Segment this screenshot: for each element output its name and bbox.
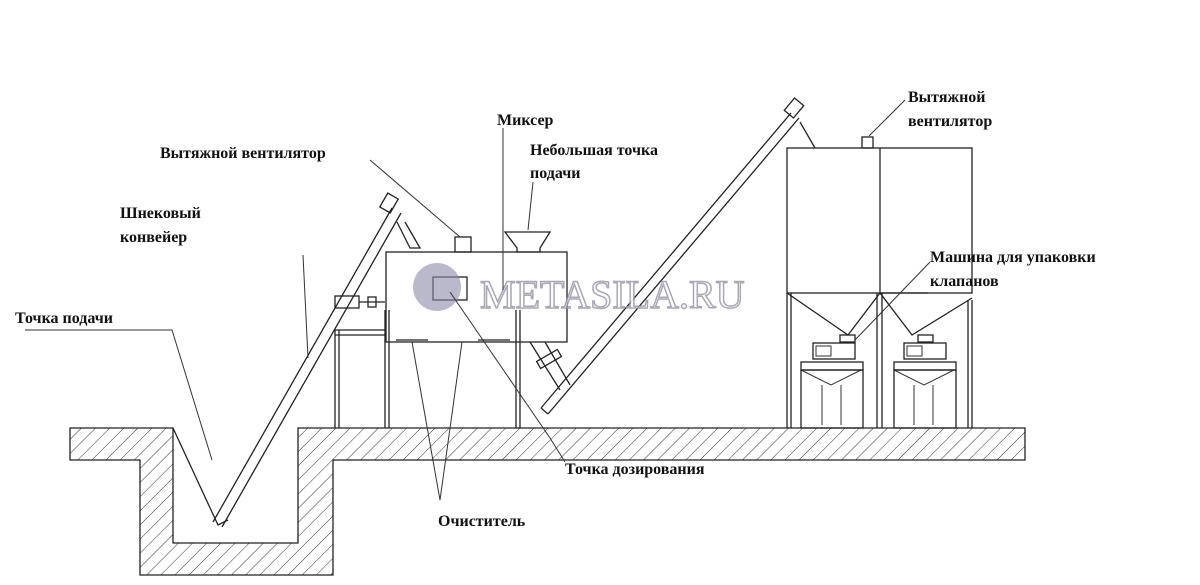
label-feed-point: Точка подачи: [15, 310, 113, 327]
ground-foundation: [69, 427, 1026, 576]
label-small-feed-point-1: Небольшая точка: [530, 142, 658, 159]
label-mixer: Миксер: [497, 112, 554, 129]
packing-machine-2: [893, 334, 957, 429]
label-screw-conveyor-1: Шнековый: [120, 205, 201, 222]
label-packing-machine-2: клапанов: [930, 273, 999, 290]
label-screw-conveyor-2: конвейер: [120, 229, 187, 246]
screw-conveyor-right: [540, 97, 816, 415]
packing-machine-1: [800, 334, 864, 429]
label-exhaust-fan-right-2: вентилятор: [908, 113, 992, 130]
label-exhaust-fan-right-1: Вытяжной: [908, 89, 986, 106]
small-feed-hopper: [503, 231, 552, 253]
label-exhaust-fan-left: Вытяжной вентилятор: [160, 145, 326, 162]
watermark: METASILA.RU: [413, 263, 745, 318]
label-small-feed-point-2: подачи: [530, 165, 580, 182]
label-cleaner: Очиститель: [438, 513, 526, 530]
screw-conveyor-left: [212, 192, 422, 528]
watermark-text: METASILA.RU: [480, 272, 745, 317]
silos: [786, 136, 973, 428]
leader-lines: [25, 99, 931, 501]
silo-exhaust-fan: [861, 136, 874, 149]
label-dosing-point: Точка дозирования: [565, 461, 705, 478]
exhaust-fan-box: [454, 236, 472, 253]
gear-logo-icon: [413, 263, 461, 311]
label-packing-machine-1: Машина для упаковки: [930, 249, 1096, 266]
mixer: [334, 231, 571, 428]
